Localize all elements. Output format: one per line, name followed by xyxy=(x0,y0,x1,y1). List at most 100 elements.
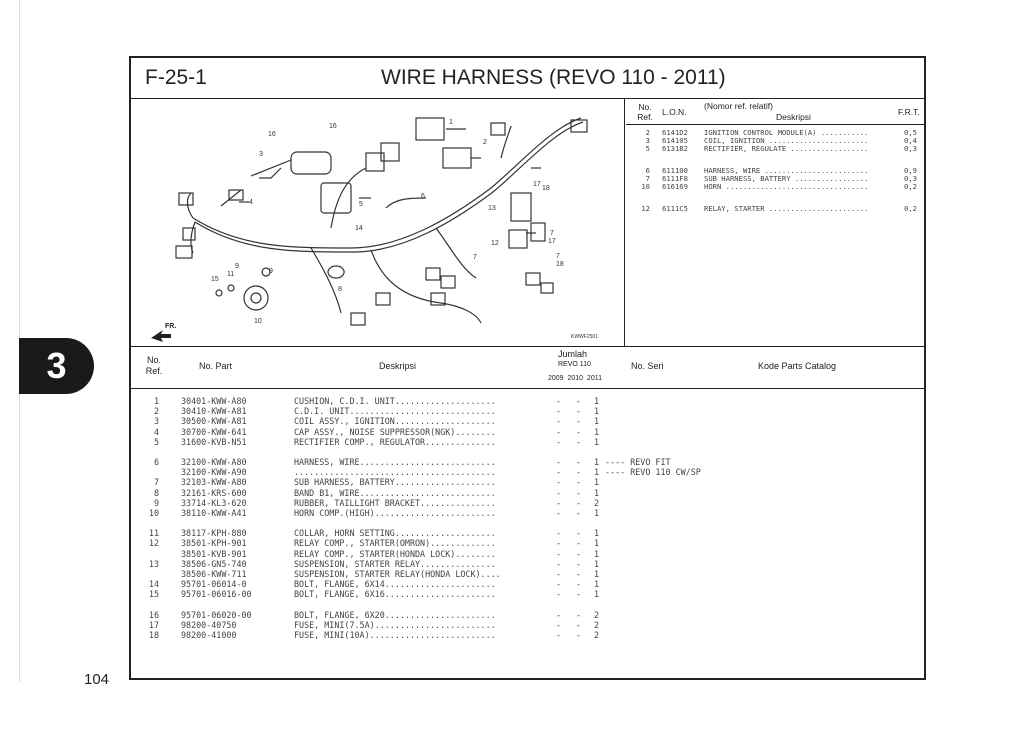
parts-cell-qty-2009: - xyxy=(556,416,562,427)
callout-16b: 16 xyxy=(329,123,337,130)
chapter-number: 3 xyxy=(46,345,67,386)
parts-cell-qty-2011: 2 xyxy=(594,497,600,508)
parts-cell-desc: SUSPENSION, STARTER RELAY............... xyxy=(294,558,496,569)
ref-cell-desc: RELAY, STARTER ....................... xyxy=(704,204,869,213)
parts-cell-qty-2009: - xyxy=(556,548,562,559)
parts-col-deskripsi: Deskripsi xyxy=(379,361,417,371)
parts-cell-desc: COLLAR, HORN SETTING.................... xyxy=(294,528,496,539)
parts-col-years: 2009 2010 2011 xyxy=(548,375,602,382)
figure-title-bar: F-25-1 WIRE HARNESS (REVO 110 - 2011) xyxy=(131,58,924,99)
ref-cell-frt: 0,2 xyxy=(904,182,917,191)
parts-cell-qty-2009: - xyxy=(556,396,562,406)
ref-cell-desc: HARNESS, WIRE ........................ xyxy=(704,166,869,175)
parts-cell-desc: BOLT, FLANGE, 6X14...................... xyxy=(294,579,496,590)
parts-cell-note: ---- REVO 110 CW/SP xyxy=(605,467,701,478)
parts-table-row: 32100-KWW-A90...........................… xyxy=(131,467,924,477)
parts-cell-part: 38501-KPH-901 xyxy=(181,538,247,549)
parts-cell-qty-2011: 1 xyxy=(594,579,600,590)
parts-cell-qty-2009: - xyxy=(556,528,562,539)
parts-cell-qty-2010: - xyxy=(576,467,582,478)
parts-cell-ref: 14 xyxy=(148,579,159,590)
parts-col-jumlah: Jumlah xyxy=(558,349,588,359)
parts-cell-ref: 6 xyxy=(153,457,159,467)
ref-cell-ref: 2 xyxy=(645,128,650,137)
parts-cell-qty-2011: 1 xyxy=(594,406,600,417)
ref-cell-lon: 616169 xyxy=(662,182,688,191)
parts-cell-desc: RUBBER, TAILLIGHT BRACKET............... xyxy=(294,497,496,508)
callout-5: 5 xyxy=(359,201,363,208)
parts-cell-desc: COIL ASSY., IGNITION.................... xyxy=(294,416,496,427)
parts-cell-ref: 1 xyxy=(153,396,159,406)
ref-cell-frt: 0,9 xyxy=(904,166,917,175)
parts-cell-qty-2009: - xyxy=(556,457,562,467)
parts-cell-ref: 15 xyxy=(148,589,159,600)
ref-cell-ref: 6 xyxy=(645,166,650,175)
callout-2: 2 xyxy=(483,139,487,146)
ref-cell-ref: 5 xyxy=(645,144,650,153)
parts-cell-desc: BOLT, FLANGE, 6X16...................... xyxy=(294,589,496,600)
ref-cell-frt: 0,3 xyxy=(904,174,917,183)
callout-16: 16 xyxy=(268,131,276,138)
parts-cell-ref: 18 xyxy=(148,630,159,640)
parts-cell-part: 33714-KL3-620 xyxy=(181,497,247,508)
front-label: FR. xyxy=(165,323,176,330)
parts-cell-desc: BAND B1, WIRE........................... xyxy=(294,487,496,498)
parts-table-row: 38506-KWW-711 SUSPENSION, STARTER RELAY(H… xyxy=(131,569,924,579)
ref-cell-frt: 0,5 xyxy=(904,128,917,137)
parts-cell-part: 30401-KWW-A80 xyxy=(181,396,247,406)
parts-cell-part: 98200-40750 xyxy=(181,619,237,630)
diagram-image-code: KWWF2501 xyxy=(571,334,598,340)
callout-6: 6 xyxy=(421,193,425,200)
parts-cell-qty-2009: - xyxy=(556,589,562,600)
callout-3: 3 xyxy=(259,151,263,158)
callout-13: 13 xyxy=(488,205,496,212)
ref-cell-lon: 6131B2 xyxy=(662,144,688,153)
parts-cell-qty-2009: - xyxy=(556,406,562,417)
parts-cell-qty-2009: - xyxy=(556,538,562,549)
parts-cell-part: 30410-KWW-A81 xyxy=(181,406,247,417)
parts-cell-qty-2011: 1 xyxy=(594,467,600,478)
parts-cell-qty-2011: 1 xyxy=(594,416,600,427)
parts-cell-qty-2010: - xyxy=(576,548,582,559)
parts-cell-part: 30500-KWW-A81 xyxy=(181,416,247,427)
parts-cell-qty-2010: - xyxy=(576,497,582,508)
parts-cell-desc: CAP ASSY., NOISE SUPPRESSOR(NGK)........ xyxy=(294,426,496,437)
parts-cell-ref: 11 xyxy=(148,528,159,539)
ref-cell-frt: 0,3 xyxy=(904,144,917,153)
parts-cell-ref: 2 xyxy=(153,406,159,417)
parts-cell-qty-2010: - xyxy=(576,508,582,518)
ref-cell-lon: 6111C5 xyxy=(662,204,688,213)
parts-cell-part: 38506-KWW-711 xyxy=(181,569,247,579)
parts-cell-part: 98200-41000 xyxy=(181,630,237,640)
ref-cell-desc: COIL, IGNITION ....................... xyxy=(704,136,869,145)
parts-cell-qty-2011: 1 xyxy=(594,457,600,467)
parts-cell-note: ---- REVO FIT xyxy=(605,457,671,467)
parts-cell-qty-2010: - xyxy=(576,426,582,437)
parts-cell-qty-2010: - xyxy=(576,528,582,539)
parts-cell-qty-2010: - xyxy=(576,558,582,569)
parts-cell-desc: RELAY COMP., STARTER(HONDA LOCK)........ xyxy=(294,548,496,559)
parts-cell-desc: RECTIFIER COMP., REGULATOR.............. xyxy=(294,436,496,447)
parts-cell-desc: SUSPENSION, STARTER RELAY(HONDA LOCK)...… xyxy=(294,569,501,579)
parts-cell-part: 38506-GN5-740 xyxy=(181,558,247,569)
parts-cell-desc: ........................................ xyxy=(294,467,496,478)
parts-cell-part: 32103-KWW-A80 xyxy=(181,477,247,488)
parts-table-header: No. Ref. No. Part Deskripsi Jumlah REVO … xyxy=(131,346,924,389)
chapter-tab: 3 xyxy=(19,338,94,394)
parts-cell-ref: 7 xyxy=(153,477,159,488)
parts-col-kode: Kode Parts Catalog xyxy=(758,361,837,371)
callout-7c: 7 xyxy=(473,254,477,261)
